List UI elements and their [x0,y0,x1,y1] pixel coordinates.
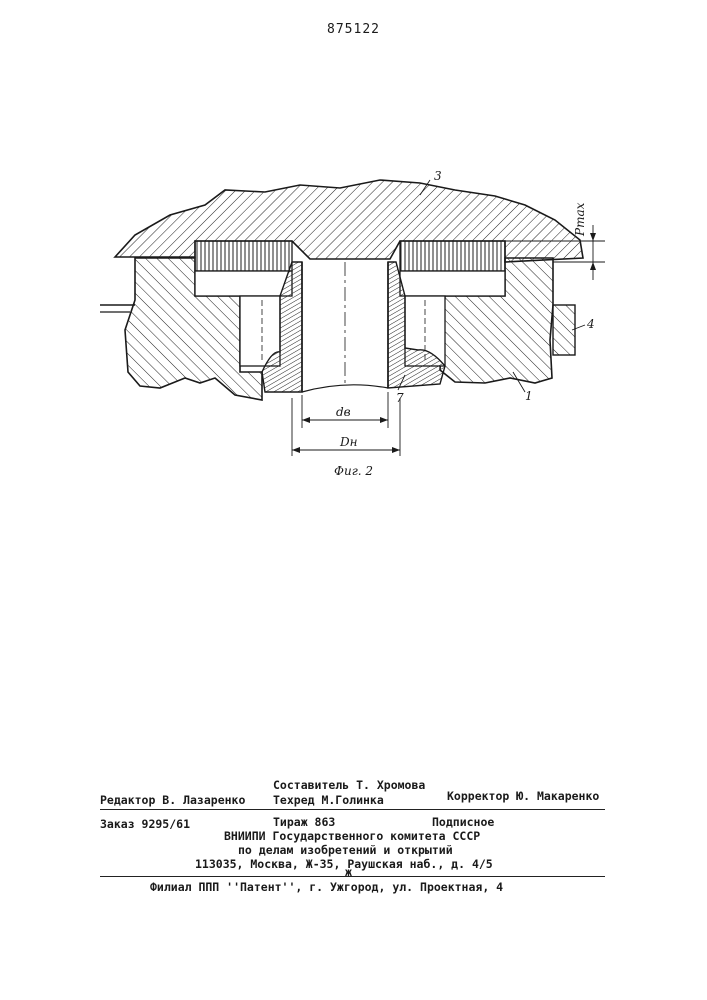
insert-left [195,241,292,271]
cavity-right [400,271,505,296]
label-part-4: 4 [586,317,595,331]
cavity-left [195,271,292,296]
label-part-7: 7 [396,391,404,405]
label-dn: Dн [339,435,358,449]
figure-caption: Фиг. 2 [334,464,373,478]
label-part-1: 1 [525,389,533,403]
insert-right [400,241,505,271]
label-part-3: 3 [434,169,442,183]
part-3-body [115,180,583,262]
label-dv: dв [336,405,351,419]
part-4-rail [553,305,575,355]
label-pmax: Pmax [573,202,587,237]
